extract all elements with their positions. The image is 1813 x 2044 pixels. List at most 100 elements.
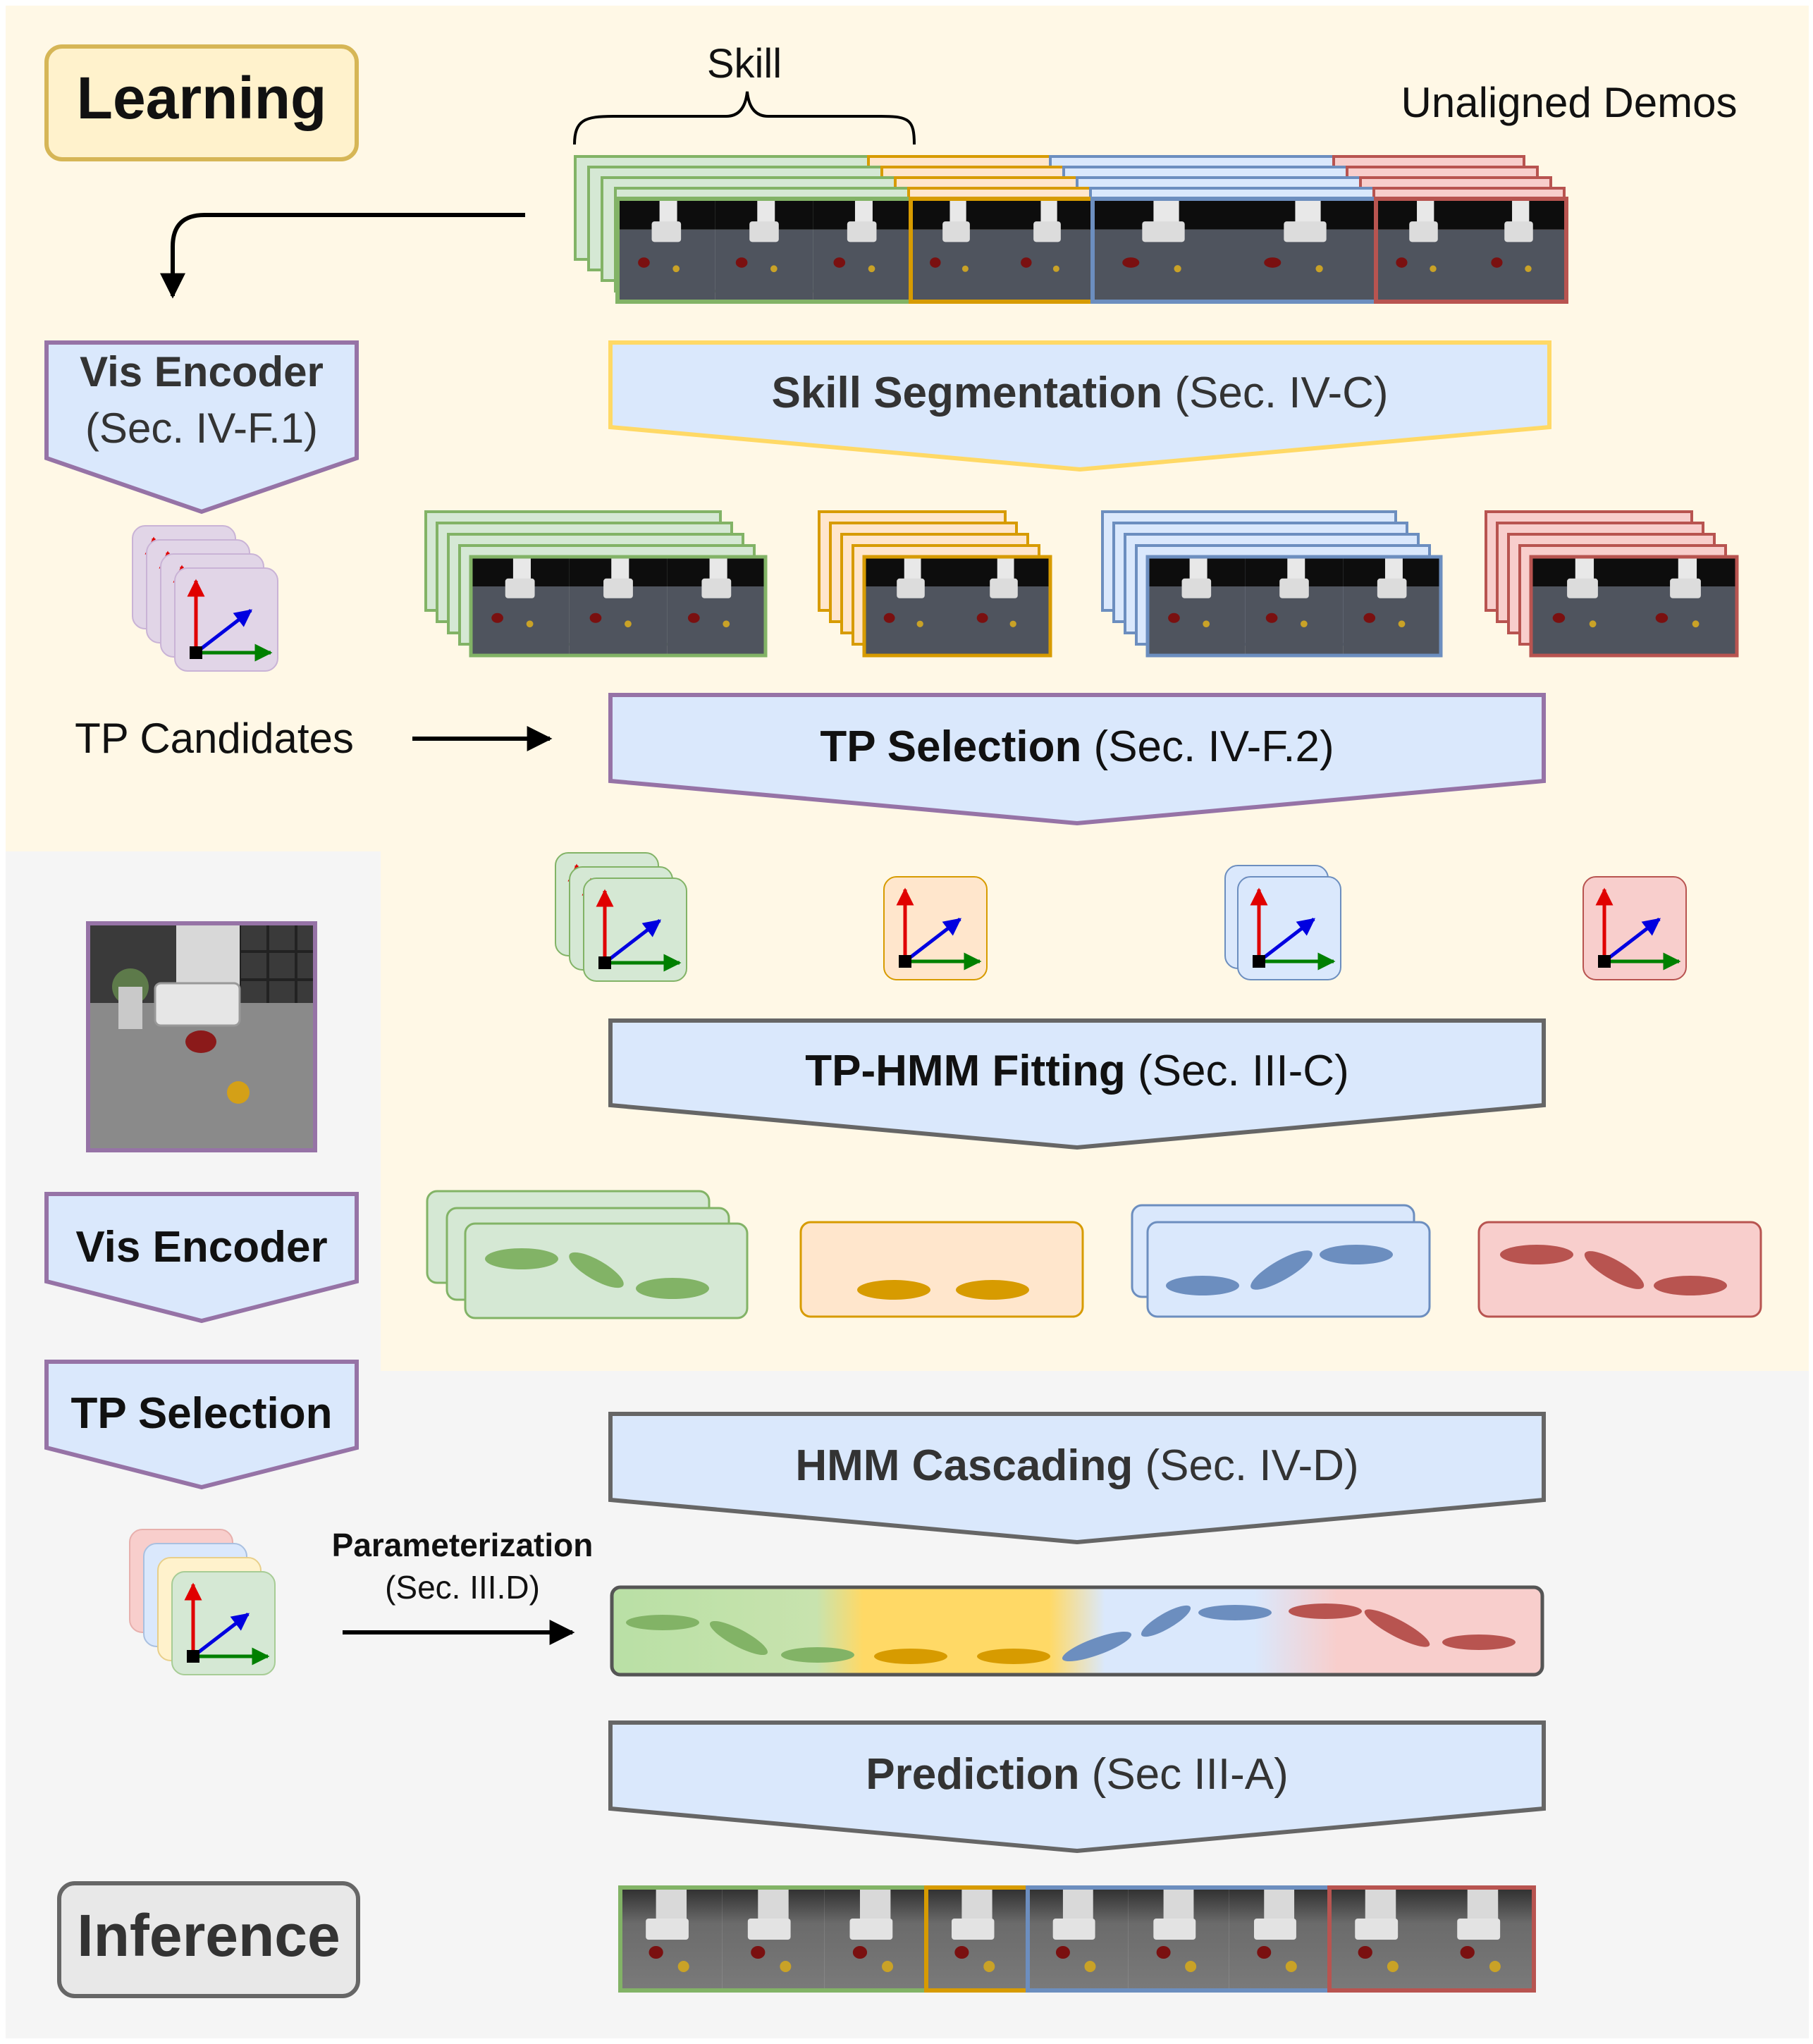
svg-text:Inference: Inference — [77, 1902, 340, 1969]
axis-y-arrow — [1258, 918, 1315, 963]
demo-segment — [1090, 197, 1378, 304]
gaussian-component — [1320, 1245, 1393, 1264]
hmm-models — [426, 1190, 1762, 1319]
frame-origin — [899, 955, 911, 968]
skill-tp-frames — [883, 876, 988, 980]
unaligned-demos-label: Unaligned Demos — [1401, 79, 1738, 126]
gaussian-component — [857, 1280, 930, 1300]
frame-origin — [598, 956, 611, 969]
axis-y-arrow — [192, 1613, 250, 1658]
svg-text:Vis Encoder: Vis Encoder — [80, 348, 324, 395]
gaussian-component — [485, 1248, 558, 1269]
stage-tp-selection: TP Selection (Sec. IV-F.2) — [608, 693, 1546, 826]
selected-tp-frame — [1582, 876, 1687, 980]
svg-text:TP Selection: TP Selection — [71, 1389, 333, 1438]
predicted-segment — [924, 1885, 1030, 1993]
cascaded-gaussian — [1062, 1631, 1132, 1662]
gaussian-component — [956, 1280, 1029, 1300]
svg-text:Learning: Learning — [77, 65, 327, 131]
observation-image — [86, 921, 317, 1152]
gaussian-component — [569, 1252, 624, 1288]
cascaded-hmm — [610, 1585, 1544, 1677]
stage-hmm-cascading: HMM Cascading (Sec. IV-D) — [608, 1412, 1546, 1545]
axis-y-arrow — [603, 919, 661, 964]
skill-segment-stack — [818, 510, 1052, 658]
gaussian-component — [1250, 1250, 1313, 1290]
gaussian-component — [1500, 1245, 1573, 1264]
svg-text:Skill: Skill — [707, 41, 782, 87]
stage-tp-hmm-fitting: TP-HMM Fitting (Sec. III-C) — [608, 1018, 1546, 1150]
svg-text:Prediction (Sec III-A): Prediction (Sec III-A) — [866, 1750, 1288, 1799]
frame-origin — [190, 646, 202, 659]
selected-tp-frame — [1237, 876, 1341, 980]
tp-candidate-frame — [174, 567, 278, 672]
predicted-trajectory-strip — [618, 1885, 1536, 1993]
hmm-model-blue — [1131, 1204, 1431, 1318]
selected-tp-frames — [555, 852, 1687, 982]
unaligned-demos-stack — [574, 155, 1568, 304]
gaussian-component — [1654, 1276, 1727, 1295]
parameterization-label: Parameterization — [332, 1527, 594, 1563]
svg-text:Vis Encoder: Vis Encoder — [75, 1223, 327, 1272]
tp-candidates-stack — [132, 525, 278, 672]
segmented-skill-stacks — [424, 510, 1739, 658]
svg-text:(Sec. IV-F.1): (Sec. IV-F.1) — [85, 405, 318, 452]
frame-origin — [1598, 955, 1611, 968]
inference-tp-selection: TP Selection — [44, 1360, 359, 1490]
tp-candidates-label: TP Candidates — [75, 715, 354, 762]
predicted-segment — [618, 1885, 928, 1993]
axis-y-arrow — [195, 609, 252, 654]
demo-segment — [909, 197, 1095, 304]
skill-segment-stack — [424, 510, 768, 658]
cascaded-gaussian — [1141, 1605, 1191, 1637]
axis-y-arrow — [904, 918, 961, 963]
svg-text:HMM Cascading (Sec. IV-D): HMM Cascading (Sec. IV-D) — [795, 1441, 1358, 1490]
inference-tp-frame — [171, 1571, 276, 1675]
inference-vis-encoder: Vis Encoder — [44, 1192, 359, 1324]
skill-tp-frames — [1224, 865, 1341, 980]
selected-tp-frame — [583, 878, 687, 982]
gaussian-component — [636, 1278, 709, 1299]
skill-brace: Skill — [573, 41, 916, 145]
hmm-model-green — [426, 1190, 749, 1319]
hmm-model-red — [1477, 1221, 1762, 1318]
predicted-segment — [1026, 1885, 1332, 1993]
cascaded-gaussian — [1198, 1605, 1272, 1620]
axis-y-arrow — [1603, 918, 1661, 963]
left-vis-encoder: Vis Encoder (Sec. IV-F.1) — [44, 340, 359, 515]
skill-segment-stack — [1485, 510, 1739, 658]
gaussian-component — [1166, 1276, 1239, 1295]
inference-tp-stack — [129, 1529, 276, 1675]
cascaded-gaussian — [1442, 1634, 1516, 1650]
demo-segment — [1374, 197, 1568, 304]
predicted-segment — [1327, 1885, 1536, 1993]
svg-text:Skill Segmentation (Sec. IV-C): Skill Segmentation (Sec. IV-C) — [771, 369, 1388, 417]
learning-badge: Learning — [44, 44, 359, 161]
gaussian-component — [1584, 1251, 1645, 1289]
cascaded-gaussian — [1289, 1603, 1362, 1619]
predicted-segment-border — [1327, 1885, 1536, 1993]
demo-to-encoder-arrow — [160, 213, 525, 299]
svg-text:TP Selection (Sec. IV-F.2): TP Selection (Sec. IV-F.2) — [820, 722, 1334, 771]
skill-segment-stack — [1101, 510, 1443, 658]
cascaded-gaussian — [626, 1615, 699, 1630]
skill-tp-frames — [555, 852, 687, 982]
cascaded-gaussian — [1364, 1609, 1430, 1647]
hmm-model-orange — [799, 1221, 1084, 1318]
cascaded-gaussian — [977, 1649, 1050, 1664]
inference-badge: Inference — [57, 1881, 360, 1998]
demo-segment-border — [1374, 197, 1568, 304]
stage-prediction: Prediction (Sec III-A) — [608, 1720, 1546, 1854]
skill-tp-frames — [1582, 876, 1687, 980]
cascaded-gaussian — [709, 1620, 768, 1656]
frame-origin — [1253, 955, 1265, 968]
demo-segment — [615, 197, 913, 304]
frame-origin — [187, 1650, 199, 1663]
cascaded-gaussian — [874, 1649, 947, 1664]
selected-tp-frame — [883, 876, 988, 980]
stage-skill-segmentation: Skill Segmentation (Sec. IV-C) — [608, 340, 1551, 472]
parameterization-ref: (Sec. III.D) — [385, 1569, 540, 1606]
cascaded-gaussian — [781, 1647, 854, 1663]
svg-text:TP-HMM Fitting (Sec. III-C): TP-HMM Fitting (Sec. III-C) — [805, 1047, 1348, 1095]
